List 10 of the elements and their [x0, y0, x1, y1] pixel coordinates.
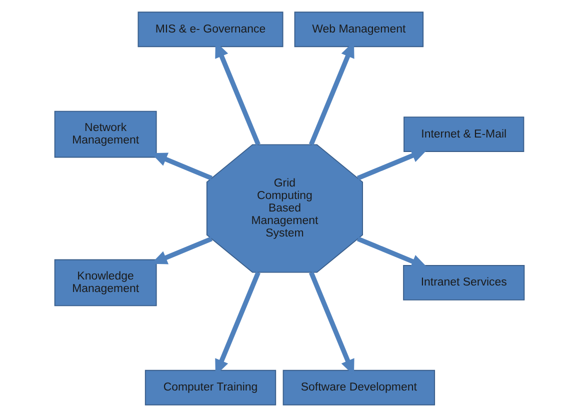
- node-box: Network Management: [54, 110, 157, 158]
- node-box: Internet & E-Mail: [404, 116, 524, 152]
- node-box: MIS & e- Governance: [138, 12, 284, 48]
- node-box: Knowledge Management: [54, 259, 157, 306]
- node-box: Software Development: [282, 370, 436, 406]
- node-box: Intranet Services: [403, 265, 525, 300]
- arrow: [356, 148, 428, 180]
- node-box: Computer Training: [144, 370, 276, 406]
- arrow: [356, 236, 428, 268]
- node-box: Web Management: [294, 12, 424, 48]
